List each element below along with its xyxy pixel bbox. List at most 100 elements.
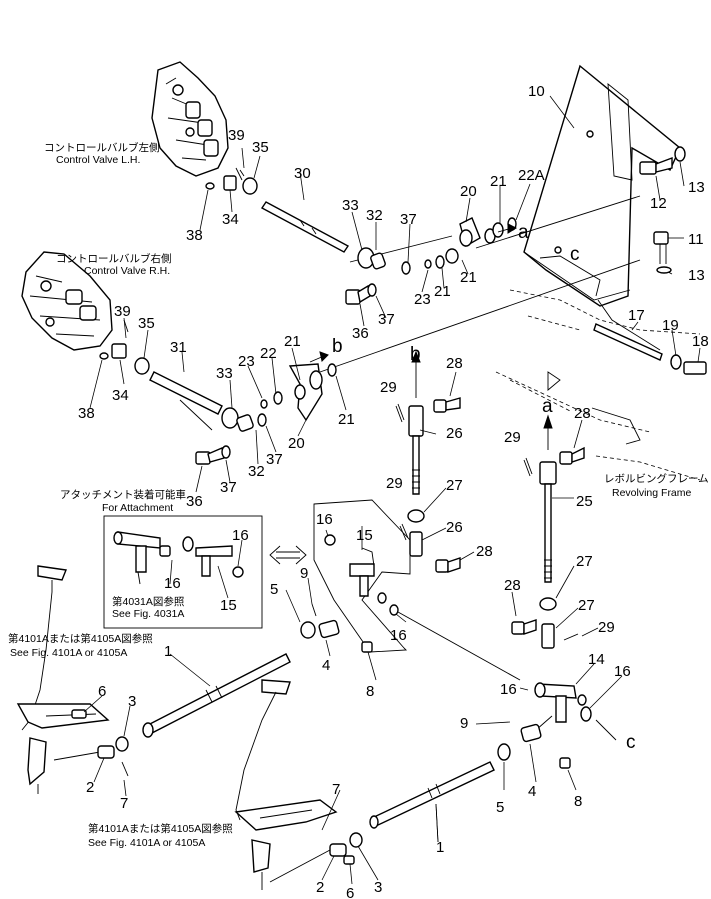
joint-33-upper [357, 247, 386, 270]
callout-33-a: 33 [342, 197, 359, 214]
rod-24 [539, 414, 557, 649]
callout-18: 18 [692, 333, 709, 350]
double-arrow [269, 545, 307, 565]
callout-37-c: 37 [266, 451, 283, 468]
callout-32-b: 32 [248, 463, 265, 480]
revolving-frame-outline [495, 289, 701, 481]
bolt-28-a [433, 397, 461, 413]
callout-38-a: 38 [186, 227, 203, 244]
callout-15-b: 15 [220, 597, 237, 614]
bolt-28-d [511, 619, 537, 635]
callout-25: 26 [446, 425, 463, 442]
label-fig4101-bottom-jp: 第4101Aまたは第4105A図参照 [88, 822, 233, 835]
callout-1-b: 1 [164, 643, 172, 660]
pin-39-lower [99, 319, 150, 375]
callout-8-b: 8 [366, 683, 374, 700]
callout-34-a: 34 [222, 211, 239, 228]
callout-31: 31 [170, 339, 187, 356]
callout-21-d: 21 [338, 411, 355, 428]
callout-19: 19 [662, 317, 679, 334]
callout-7-b: 7 [332, 781, 340, 798]
callout-22A: 22A [518, 167, 545, 184]
label-fig4031-jp: 第4031A図参照 [112, 595, 185, 608]
label-fig4101-left-jp: 第4101Aまたは第4105A図参照 [8, 632, 153, 645]
lever-20-upper [445, 217, 496, 264]
callout-16-c: 16 [316, 511, 333, 528]
callout-21-c: 21 [284, 333, 301, 350]
lever-14 [534, 682, 592, 723]
callout-38-b: 38 [78, 405, 95, 422]
callout-14: 14 [588, 651, 605, 668]
callout-2-a: 2 [86, 779, 94, 796]
callout-39-a: 39 [228, 127, 245, 144]
label-rev-frame: Revolving Frame [612, 487, 692, 499]
callout-32-a: 32 [366, 207, 383, 224]
bolt-12 [639, 146, 686, 175]
callout-15-a: 15 [356, 527, 373, 544]
callout-26-b: 27 [578, 597, 595, 614]
rod-25 [407, 350, 425, 557]
callout-8-a: 8 [574, 793, 582, 810]
callout-39-b: 39 [114, 303, 131, 320]
joint-33-lower [221, 407, 254, 432]
bolt-11 [653, 231, 672, 274]
label-attach: For Attachment [102, 502, 173, 514]
callout-16-f: 16 [164, 575, 181, 592]
label-fig4101-left: See Fig. 4101A or 4105A [10, 647, 127, 659]
label-attach-jp: アタッチメント装着可能車 [60, 488, 186, 501]
callout-5-b: 5 [270, 581, 278, 598]
callout-22-a: 21 [434, 283, 451, 300]
pin-29-c [399, 523, 409, 541]
label-cv-rh: Control Valve R.H. [84, 265, 170, 277]
callout-5-a: 5 [496, 799, 504, 816]
callout-30: 30 [294, 165, 311, 182]
callout-17: 17 [628, 307, 645, 324]
ref-b-top: b [410, 344, 421, 365]
callout-16-e: 16 [232, 527, 249, 544]
lever-20-lower [288, 363, 323, 422]
lever-left [16, 565, 110, 794]
callout-28-d: 28 [504, 577, 521, 594]
attachment-assembly [313, 499, 411, 653]
ref-b-left: b [332, 336, 343, 357]
callout-21-b: 21 [460, 269, 477, 286]
callout-37-a: 37 [400, 211, 417, 228]
bolt-28-b [559, 446, 585, 465]
leader-lines [83, 95, 701, 885]
callout-36-b: 36 [186, 493, 203, 510]
label-cv-rh-jp: コントロールバルブ右側 [56, 252, 172, 265]
pin-29-b [523, 457, 533, 477]
label-fig4101-bottom: See Fig. 4101A or 4105A [88, 837, 205, 849]
callout-16-a: 16 [614, 663, 631, 680]
callout-28-c: 28 [574, 405, 591, 422]
callout-27-a: 27 [446, 477, 463, 494]
callout-27-b: 27 [576, 553, 593, 570]
callout-26-a: 26 [446, 519, 463, 536]
callout-29-a: 29 [380, 379, 397, 396]
callout-28-a: 28 [446, 355, 463, 372]
pin-8-lower [559, 757, 571, 769]
callout-6-b: 6 [346, 885, 354, 899]
callout-11: 11 [688, 231, 704, 248]
pin-29-d [563, 633, 579, 641]
callout-numbers: 10 13 12 11 13 17 19 18 30 33 32 37 20 2… [78, 83, 709, 899]
callout-6-a: 6 [98, 683, 106, 700]
bolt-36-lower [195, 445, 231, 465]
callout-3-b: 3 [374, 879, 382, 896]
callout-3-a: 3 [128, 693, 136, 710]
callout-2-b: 2 [316, 879, 324, 896]
rod-31 [149, 371, 223, 415]
callout-33-b: 33 [216, 365, 233, 382]
callout-4-b: 4 [322, 657, 330, 674]
label-cv-lh-jp: コントロールバルブ左側 [44, 141, 160, 154]
callout-35-b: 35 [138, 315, 155, 332]
rod-30 [260, 201, 350, 253]
ref-c-lower: c [626, 732, 636, 753]
callout-7-a: 7 [120, 795, 128, 812]
callout-35-a: 35 [252, 139, 269, 156]
callout-1-a: 1 [436, 839, 444, 856]
callout-20-b: 20 [288, 435, 305, 452]
callout-9-a: 9 [460, 715, 468, 732]
callout-4-a: 4 [528, 783, 536, 800]
